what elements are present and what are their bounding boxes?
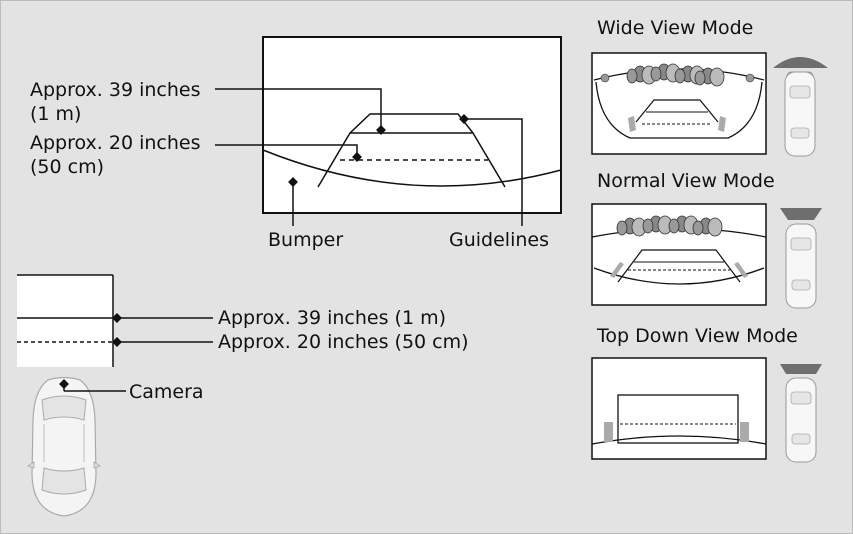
label-guidelines: Guidelines	[449, 229, 549, 251]
label-20-metric: (50 cm)	[30, 156, 104, 178]
title-normal-view-mode: Normal View Mode	[597, 170, 775, 192]
label-39-inches: Approx. 39 inches	[30, 79, 201, 101]
title-top-down-view-mode: Top Down View Mode	[596, 325, 798, 347]
car-top-view-image	[27, 376, 101, 517]
callout-20-inches	[215, 144, 362, 162]
main-camera-screen	[262, 36, 562, 214]
label-20-inches: Approx. 20 inches	[30, 132, 201, 154]
normal-view-car-icon	[780, 208, 822, 309]
callout-bumper	[288, 177, 298, 226]
normal-view-screen	[591, 203, 767, 306]
distance-zone-diagram	[17, 274, 114, 367]
label-bumper: Bumper	[268, 229, 343, 251]
top-down-view-car-icon	[780, 364, 822, 463]
wide-view-screen	[591, 52, 767, 155]
label-top-39: Approx. 39 inches (1 m)	[218, 307, 446, 329]
label-39-metric: (1 m)	[30, 103, 81, 125]
top-down-view-screen	[591, 357, 767, 460]
title-wide-view-mode: Wide View Mode	[597, 17, 753, 39]
label-top-20: Approx. 20 inches (50 cm)	[218, 331, 469, 353]
wide-view-car-icon	[773, 57, 828, 157]
label-camera: Camera	[129, 381, 204, 403]
